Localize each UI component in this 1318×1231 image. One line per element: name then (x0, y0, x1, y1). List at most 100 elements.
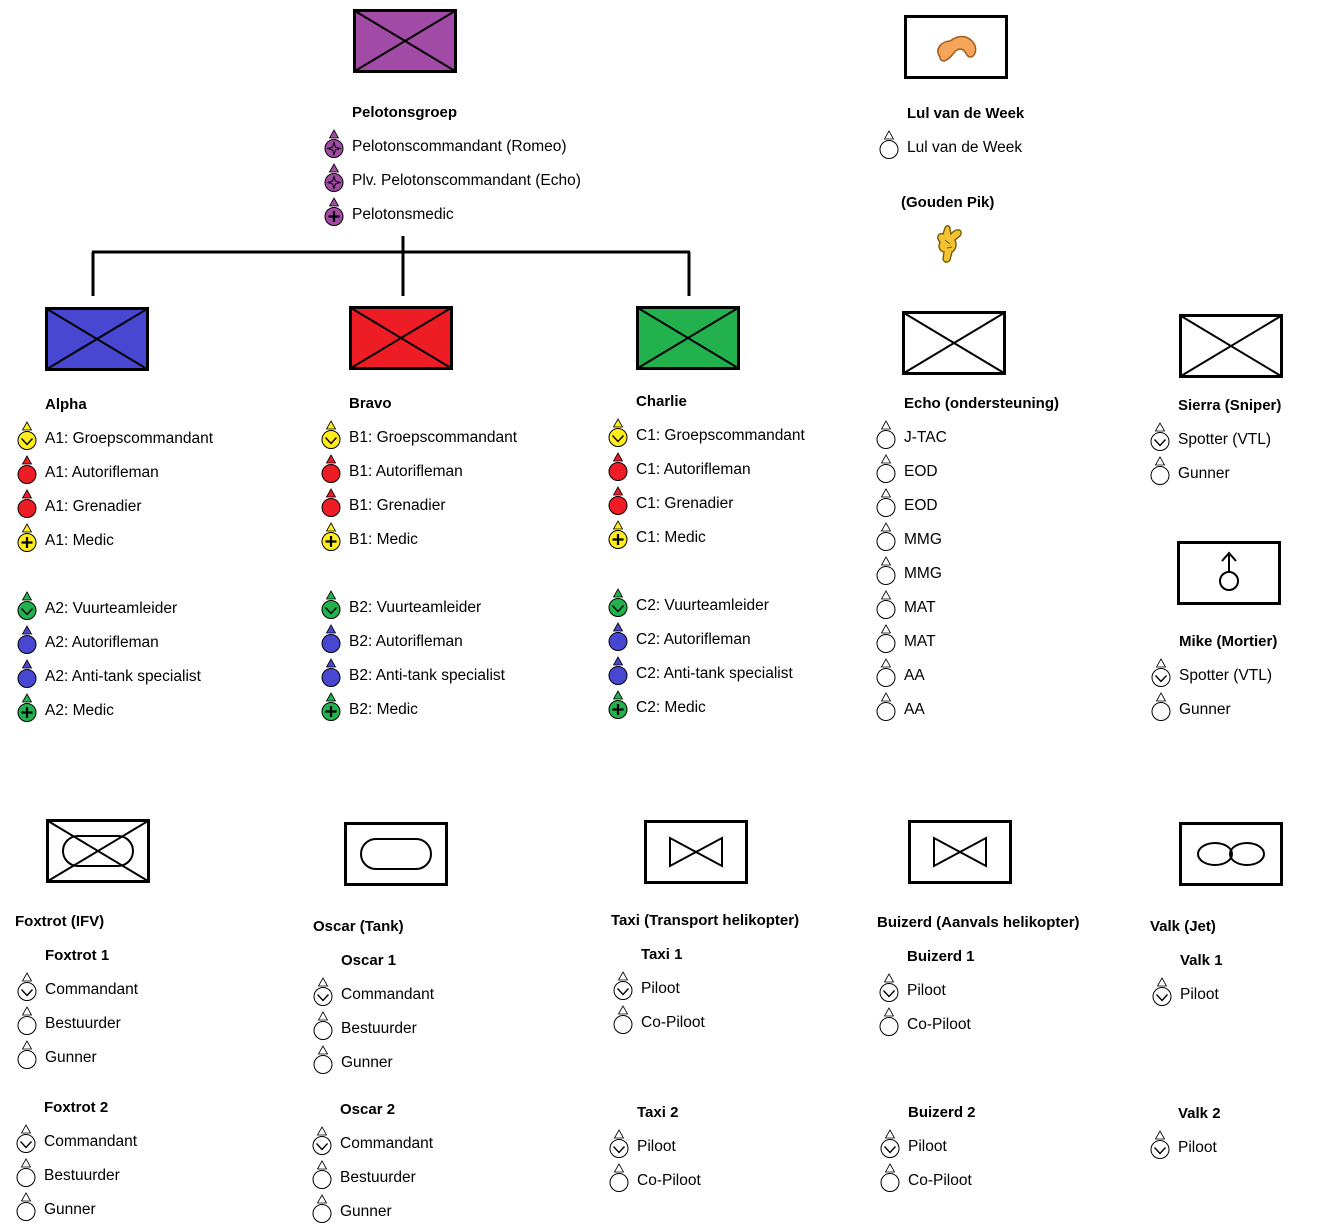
row-spacer (606, 550, 805, 584)
soldier-role-icon (17, 421, 37, 450)
group-title: Taxi 1 (641, 946, 683, 963)
role-row: B2: Medic (319, 688, 517, 722)
unit-symbol-alpha (45, 307, 149, 371)
soldier-role-icon (879, 973, 899, 1002)
role-row: Commandant (310, 1122, 433, 1156)
group-title: Valk 2 (1178, 1105, 1221, 1122)
role-label: Co-Piloot (641, 1014, 705, 1031)
role-label: Gunner (1179, 701, 1231, 718)
soldier-role-icon (17, 455, 37, 484)
role-label: B2: Anti-tank specialist (349, 667, 505, 684)
soldier-role-icon (312, 1126, 332, 1155)
group-title: Oscar 1 (341, 952, 397, 969)
role-row: Commandant (15, 968, 138, 1002)
group-title: Oscar 2 (340, 1101, 396, 1118)
role-row: AA (874, 654, 1059, 688)
connector-lines (91, 236, 691, 296)
role-label: MMG (904, 565, 942, 582)
role-row: Co-Piloot (611, 1001, 705, 1035)
role-label: B2: Vuurteamleider (349, 599, 482, 616)
role-label: Co-Piloot (908, 1172, 972, 1189)
soldier-role-icon (608, 690, 628, 719)
role-row: Plv. Pelotonscommandant (Echo) (322, 159, 581, 193)
soldier-role-icon (880, 1129, 900, 1158)
role-label: C2: Medic (636, 699, 706, 716)
unit-symbol-buizerd (908, 820, 1012, 884)
unit-cross-line (1180, 315, 1282, 377)
soldier-role-icon (609, 1163, 629, 1192)
role-row: A1: Autorifleman (15, 451, 213, 485)
role-row: Piloot (1148, 1126, 1221, 1160)
role-label: A2: Vuurteamleider (45, 600, 178, 617)
group-oscar0: Oscar (Tank) (313, 917, 404, 939)
armour-track-icon (62, 835, 134, 867)
role-row: Gunner (15, 1036, 138, 1070)
soldier-role-icon (1151, 658, 1171, 687)
row-spacer (319, 552, 517, 586)
role-label: B1: Autorifleman (349, 463, 463, 480)
role-row: B1: Autorifleman (319, 450, 517, 484)
soldier-role-icon (879, 130, 899, 159)
role-row: B1: Groepscommandant (319, 416, 517, 450)
role-label: Bestuurder (341, 1020, 417, 1037)
role-row: A2: Medic (15, 689, 213, 723)
role-row: Gunner (311, 1041, 434, 1075)
role-row: C2: Medic (606, 686, 805, 720)
role-row: Gunner (14, 1188, 137, 1222)
role-label: Gunner (340, 1203, 392, 1220)
role-label: Piloot (1178, 1139, 1217, 1156)
group-title: Echo (ondersteuning) (904, 395, 1059, 412)
soldier-role-icon (879, 1007, 899, 1036)
group-title: Sierra (Sniper) (1178, 397, 1282, 414)
group-title: Pelotonsgroep (352, 104, 458, 121)
soldier-role-icon (876, 454, 896, 483)
soldier-role-icon (608, 520, 628, 549)
role-label: A2: Medic (45, 702, 114, 719)
soldier-role-icon (16, 1124, 36, 1153)
role-label: C1: Medic (636, 529, 706, 546)
role-row: Pelotonscommandant (Romeo) (322, 125, 581, 159)
group-title: Buizerd (Aanvals helikopter) (877, 914, 1080, 931)
role-label: Piloot (637, 1138, 676, 1155)
soldier-role-icon (321, 488, 341, 517)
role-label: A1: Autorifleman (45, 464, 159, 481)
soldier-role-icon (17, 625, 37, 654)
soldier-role-icon (321, 522, 341, 551)
soldier-role-icon (313, 977, 333, 1006)
group-foxtrot1: Foxtrot (IFV) (15, 912, 104, 934)
soldier-role-icon (876, 522, 896, 551)
soldier-role-icon (608, 588, 628, 617)
role-label: C2: Autorifleman (636, 631, 751, 648)
unit-cross-line (47, 820, 149, 882)
role-label: Co-Piloot (637, 1172, 701, 1189)
role-row: EOD (874, 450, 1059, 484)
role-row: Co-Piloot (877, 1003, 975, 1037)
role-row: Piloot (1150, 973, 1223, 1007)
role-row: C1: Grenadier (606, 482, 805, 516)
group-title: Buizerd 1 (907, 948, 975, 965)
role-row: B1: Medic (319, 518, 517, 552)
role-label: Spotter (VTL) (1179, 667, 1273, 684)
soldier-role-icon (876, 556, 896, 585)
soldier-role-icon (613, 1005, 633, 1034)
unit-cross-line (350, 307, 452, 369)
role-row: Piloot (878, 1125, 976, 1159)
group-gouden: (Gouden Pik) (901, 193, 994, 215)
role-row: B2: Autorifleman (319, 620, 517, 654)
role-label: Gunner (44, 1201, 96, 1218)
unit-cross-line (903, 312, 1005, 374)
soldier-role-icon (1152, 977, 1172, 1006)
role-label: EOD (904, 463, 938, 480)
unit-symbols (45, 9, 1283, 886)
role-row: C1: Medic (606, 516, 805, 550)
role-label: Commandant (340, 1135, 434, 1152)
role-row: A1: Medic (15, 519, 213, 553)
role-row: A2: Autorifleman (15, 621, 213, 655)
role-label: Pelotonscommandant (Romeo) (352, 138, 567, 155)
role-row: C2: Anti-tank specialist (606, 652, 805, 686)
group-sierra: Sierra (Sniper)Spotter (VTL)Gunner (1148, 396, 1281, 486)
